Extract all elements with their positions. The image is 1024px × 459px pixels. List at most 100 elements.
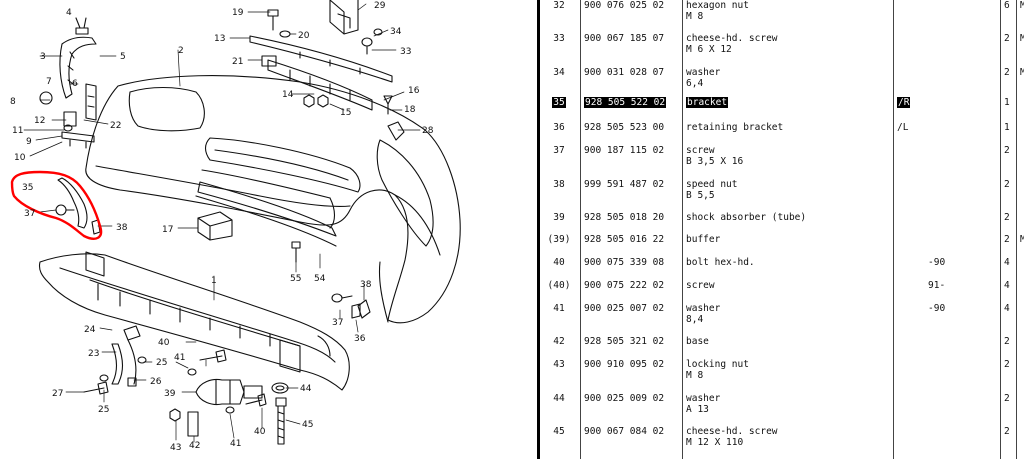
part-description: washer 6,4 [686,67,720,89]
part-position-text: 44 [553,393,565,404]
part-description: speed nut B 5,5 [686,179,737,201]
part-spec: M 6 X 12 [686,44,732,55]
parts-row[interactable]: 38 999 591 487 02 speed nut B 5,5 2 [540,179,1024,209]
part-position: (40) [540,280,578,291]
part-spec: M 12 X 110 [686,437,744,448]
part-quantity-text: 2 [1004,179,1010,190]
part-position: 44 [540,393,578,404]
part-quantity: 2 [1004,145,1010,156]
callout: 18 [404,105,416,115]
callout: 9 [26,137,32,147]
callout: 45 [302,420,313,430]
part-number: 928 505 018 20 [584,212,664,223]
part-position: 32 [540,0,578,11]
part-extra-code-text: M [1020,33,1024,44]
part-quantity: 2 [1004,33,1010,44]
callout: 26 [150,377,162,387]
callout: 7 [46,77,52,87]
part-description-text: bolt hex-hd. [686,257,755,268]
part-spec: M 8 [686,370,704,381]
part-description: locking nut M 8 [686,359,749,381]
part-number-text: 900 187 115 02 [584,145,665,156]
part-number-text: 900 025 009 02 [584,393,665,404]
part-position: 42 [540,336,578,347]
part-description-text: locking nut [686,359,749,370]
column-rule [893,0,894,459]
part-quantity-text: 2 [1004,336,1010,347]
part-extra-code: M [1020,33,1024,44]
callout: 16 [408,86,420,96]
callout: 42 [189,441,200,451]
part-number-text: 999 591 487 02 [584,179,665,190]
callout: 1 [211,276,217,286]
part-description: hexagon nut M 8 [686,0,749,22]
part-quantity: 2 [1004,393,1010,404]
part-description: retaining bracket [686,122,783,133]
part-number-text: 928 505 522 02 [584,97,667,108]
callout: 33 [400,47,411,57]
callout: 37 [332,318,343,328]
callout: 21 [232,57,243,67]
callout: 35 [22,183,33,193]
part-description: washer 8,4 [686,303,720,325]
callout: 40 [158,338,170,348]
part-position-text: 34 [553,67,565,78]
bumper-cover [85,75,461,324]
part-position-text: 38 [553,179,565,190]
part-quantity: 2 [1004,336,1010,347]
part-description: buffer [686,234,720,245]
callout: 28 [422,126,434,136]
part-quantity-text: 4 [1004,303,1010,314]
side-strip [59,36,97,99]
part-position-text: 32 [553,0,565,11]
callout: 29 [374,1,386,11]
part-number-text: 928 505 016 22 [584,234,665,245]
part-spec: 6,4 [686,78,704,89]
air-guide-strip [197,181,337,237]
part-number-text: 900 031 028 07 [584,67,665,78]
highlight-circle [10,170,103,240]
callout: 54 [314,274,326,284]
part-side-text: /L [897,122,909,133]
part-position-text: 33 [553,33,565,44]
callout: 43 [170,443,181,453]
callout: 22 [110,121,121,131]
part-number: 900 075 222 02 [584,280,664,291]
part-quantity-text: 1 [1004,122,1010,133]
part-description: washer A 13 [686,393,720,415]
panel-divider [537,0,540,459]
part-quantity: 2 [1004,67,1010,78]
part-position-text: (40) [547,280,571,291]
bumper-beam [38,253,350,391]
callout: 39 [164,389,176,399]
part-number-text: 900 075 339 08 [584,257,665,268]
part-position: 38 [540,179,578,190]
callout: 44 [300,384,312,394]
callout: 13 [214,34,225,44]
part-side-text: /R [897,97,911,108]
part-description: shock absorber (tube) [686,212,806,223]
part-number: 900 025 009 02 [584,393,664,404]
part-quantity: 1 [1004,122,1010,133]
part-number: 900 076 025 02 [584,0,664,11]
callout: 23 [88,349,99,359]
parts-row[interactable]: 44 900 025 009 02 washer A 13 2 [540,393,1024,423]
callout: 8 [10,97,16,107]
callout: 27 [52,389,63,399]
part-description-text: retaining bracket [686,122,784,133]
